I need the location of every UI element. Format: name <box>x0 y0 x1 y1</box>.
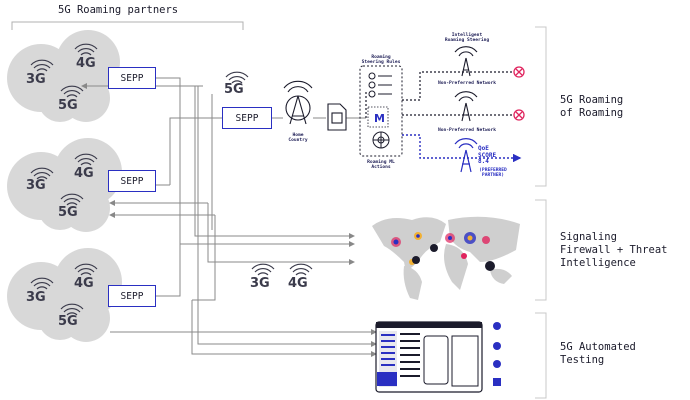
bracket-roaming <box>535 26 547 187</box>
label-4g-standalone: 4G <box>288 276 308 291</box>
qoe-score: QoE SCORE 8.4 <box>478 145 497 165</box>
sim-card-icon <box>327 103 347 131</box>
non-preferred-label-1: Non-Preferred Network <box>437 81 497 86</box>
sepp-box-2: SEPP <box>108 170 156 192</box>
world-map <box>372 216 520 300</box>
sepp-box-3: SEPP <box>108 285 156 307</box>
ml-brain-icon <box>372 131 390 149</box>
partner-cloud-2 <box>7 138 122 232</box>
label-3g-standalone: 3G <box>250 276 270 291</box>
sepp-box-1: SEPP <box>108 67 156 89</box>
test-side-icons <box>493 322 501 386</box>
tower-icons <box>454 46 478 122</box>
intelligent-steering-label: Intelligent Roaming Steering <box>444 33 490 44</box>
label-5g: 5G <box>58 314 78 329</box>
section-roaming-of-roaming: 5G Roaming of Roaming <box>560 94 624 119</box>
bracket-signaling <box>535 199 547 301</box>
label-5g-home: 5G <box>224 82 244 97</box>
steering-dotted <box>365 71 514 118</box>
preferred-tower-icon <box>454 138 478 173</box>
partners-title: 5G Roaming partners <box>58 4 179 16</box>
partner-cloud-3 <box>7 248 122 342</box>
label-4g: 4G <box>74 166 94 181</box>
sepp-box-home: SEPP <box>222 107 272 129</box>
section-automated-testing: 5G Automated Testing <box>560 341 636 366</box>
blocked-markers <box>513 66 525 121</box>
preferred-partner-label: (PREFERRED PARTNER) <box>479 168 507 179</box>
home-antenna-icon <box>283 80 313 125</box>
label-4g: 4G <box>76 56 96 71</box>
non-preferred-label-2: Non-Preferred Network <box>437 128 497 133</box>
partners-bracket <box>11 21 244 30</box>
label-3g: 3G <box>26 72 46 87</box>
connector-lines <box>81 77 377 357</box>
ml-actions-label: Roaming ML Actions <box>367 160 395 171</box>
threat-hotspots <box>391 232 495 271</box>
label-3g: 3G <box>26 290 46 305</box>
bracket-testing <box>535 312 547 399</box>
test-dashboard <box>375 321 483 393</box>
label-5g: 5G <box>58 205 78 220</box>
steering-rules-label: Roaming Steering Rules <box>361 55 401 66</box>
label-4g: 4G <box>74 276 94 291</box>
partner-cloud-1 <box>7 30 120 122</box>
label-5g: 5G <box>58 98 78 113</box>
steering-rules-box <box>359 65 403 157</box>
section-signaling-firewall: Signaling Firewall + Threat Intelligence <box>560 231 668 269</box>
preferred-path <box>402 134 522 163</box>
brand-logo-m: M <box>374 112 385 125</box>
home-country-label: Home Country <box>288 133 308 144</box>
label-3g: 3G <box>26 178 46 193</box>
checklist-icon <box>368 72 392 98</box>
